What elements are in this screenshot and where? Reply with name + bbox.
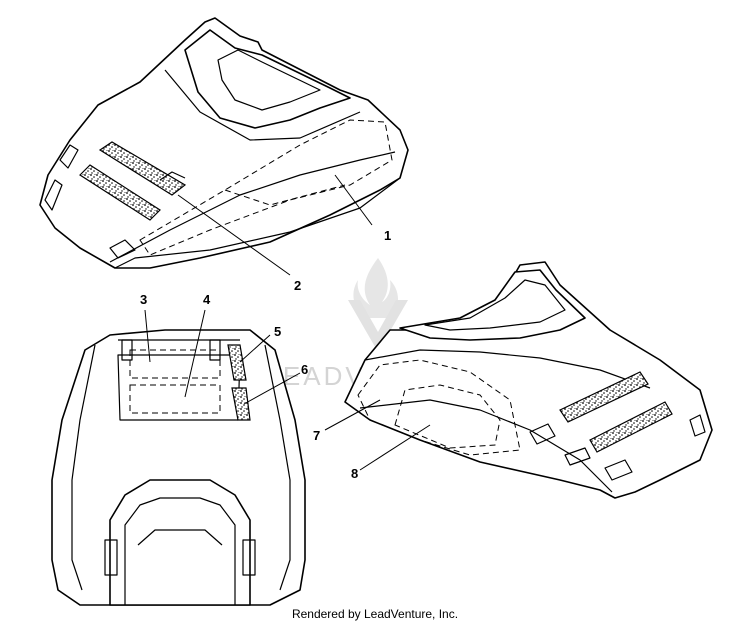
callout-8: 8 xyxy=(351,466,358,481)
side-view-vent-lower xyxy=(589,401,673,453)
hood-side-view xyxy=(344,261,713,499)
callout-7: 7 xyxy=(313,428,320,443)
side-vent-lower xyxy=(231,387,251,421)
render-credit: Rendered by LeadVenture, Inc. xyxy=(291,607,459,621)
leader-6 xyxy=(243,372,301,405)
leader-3 xyxy=(144,309,151,363)
callouts: 1 2 3 4 5 6 7 8 xyxy=(140,228,391,481)
decal-7-area xyxy=(357,359,521,456)
windshield-opening xyxy=(184,29,351,129)
decal-1-area xyxy=(139,119,393,256)
callout-4: 4 xyxy=(203,292,211,307)
callout-5: 5 xyxy=(274,324,281,339)
vent-lower xyxy=(79,164,161,221)
callout-6: 6 xyxy=(301,362,308,377)
leader-8 xyxy=(359,424,431,471)
callout-1: 1 xyxy=(384,228,391,243)
v-logo-icon xyxy=(348,300,408,352)
leader-5 xyxy=(239,334,271,363)
callout-2: 2 xyxy=(294,278,301,293)
hood-rear-opening xyxy=(109,479,251,606)
leader-2 xyxy=(177,194,291,276)
vent-upper xyxy=(98,141,187,196)
side-vent-upper xyxy=(227,344,247,381)
leader-lines xyxy=(144,174,431,471)
hood-top-view xyxy=(39,17,409,269)
leader-4 xyxy=(184,309,206,398)
hood-front-view xyxy=(51,329,306,606)
leader-7 xyxy=(324,399,381,431)
decal-3-area xyxy=(129,349,221,379)
decal-8-area xyxy=(394,384,501,449)
callout-3: 3 xyxy=(140,292,147,307)
leader-1 xyxy=(334,174,373,226)
decal-4-area xyxy=(129,384,221,414)
flame-logo-icon xyxy=(353,258,398,318)
side-view-vent-upper xyxy=(559,371,649,423)
